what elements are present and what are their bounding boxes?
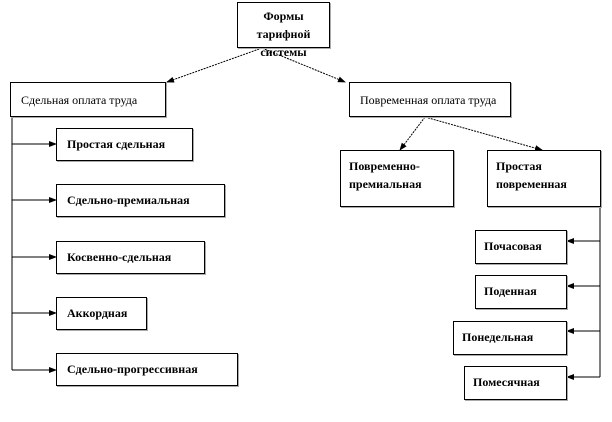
time-simple-box: Простая повременная (487, 150, 601, 207)
time-item-label: Понедельная (462, 330, 534, 344)
time-bonus-line2: премиальная (349, 177, 422, 191)
piecework-simple-box: Простая сдельная (56, 128, 193, 161)
piecework-item-label: Сдельно-прогрессивная (67, 362, 198, 376)
arrow-root-to-piecework (166, 47, 263, 83)
time-simple-line2: повременная (496, 177, 567, 191)
root-label-line2: системы (260, 45, 307, 59)
time-bonus-box: Повременно- премиальная (340, 150, 454, 207)
monthly-box: Помесячная (464, 366, 567, 400)
time-item-label: Поденная (484, 284, 537, 298)
root-box: Формы тарифной системы (237, 2, 330, 59)
time-bonus-line1: Повременно- (349, 159, 420, 173)
piecework-label: Сдельная оплата труда (21, 93, 138, 107)
piecework-bonus-box: Сдельно-премиальная (56, 184, 225, 217)
daily-box: Поденная (475, 275, 567, 309)
piecework-indirect-box: Косвенно-сдельная (56, 241, 205, 274)
time-item-label: Почасовая (484, 239, 542, 253)
piecework-item-label: Сдельно-премиальная (67, 193, 190, 207)
weekly-box: Понедельная (453, 321, 567, 355)
arrow-timebased-to-simple (424, 116, 543, 151)
timebased-label: Повременная оплата труда (360, 93, 497, 107)
piecework-item-label: Аккордная (67, 306, 128, 320)
hourly-box: Почасовая (475, 230, 567, 264)
piecework-lump-box: Аккордная (56, 297, 147, 330)
time-item-label: Помесячная (473, 375, 540, 389)
time-simple-line1: Простая (496, 159, 542, 173)
piecework-item-label: Простая сдельная (67, 137, 166, 151)
arrow-timebased-to-bonus (399, 116, 426, 151)
root-label-line1: Формы тарифной (256, 9, 311, 41)
piecework-box: Сдельная оплата труда (10, 82, 166, 117)
piecework-progressive-box: Сдельно-прогрессивная (56, 353, 238, 386)
timebased-box: Повременная оплата труда (349, 82, 511, 117)
piecework-item-label: Косвенно-сдельная (67, 250, 172, 264)
